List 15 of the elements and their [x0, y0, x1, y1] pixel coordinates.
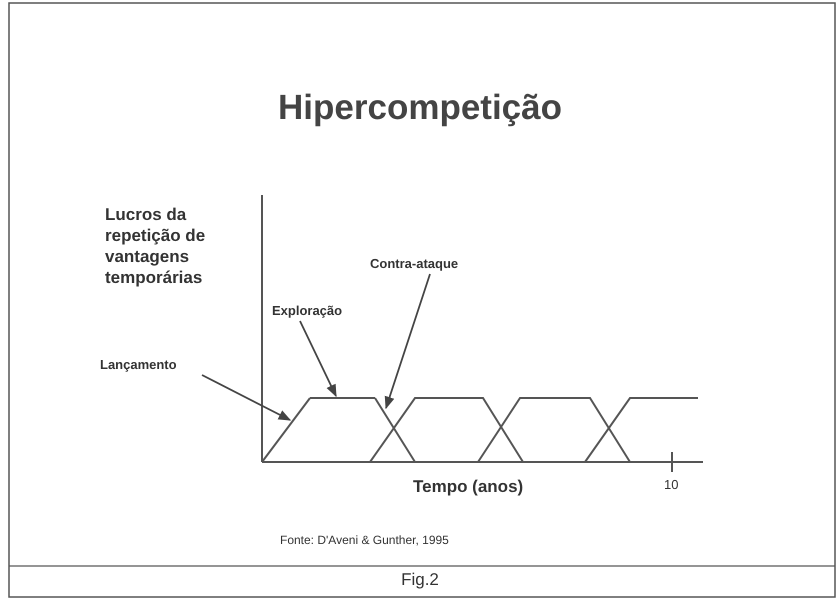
leader-arrow [202, 374, 292, 421]
rising-line [261, 397, 311, 463]
callout-label: Exploração [272, 303, 342, 318]
callout-label: Lançamento [100, 357, 177, 372]
axis-label: Lucros da repetição de vantagens temporárias [105, 204, 206, 288]
title: Hipercompetição [277, 88, 563, 128]
source-note: Fonte: D'Aveni & Gunther, 1995 [280, 533, 449, 547]
callout-label: Contra-ataque [370, 256, 458, 271]
plateau-line [310, 397, 375, 399]
axis-label: Tempo (anos) [413, 477, 524, 497]
leader-arrow [299, 320, 337, 398]
leader-arrow [384, 274, 431, 410]
falling-line [374, 397, 416, 463]
figure-caption: Fig.2 [400, 570, 440, 590]
tick-label: 10 [664, 477, 678, 492]
